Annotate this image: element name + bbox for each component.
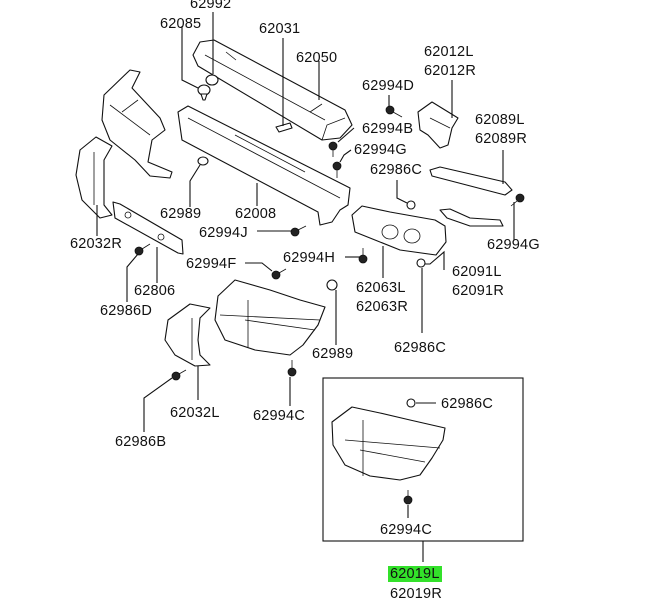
part-62032R-extension[interactable] (75, 136, 113, 219)
part-bumper-lower-left[interactable] (214, 279, 326, 356)
label-62031[interactable]: 62031 (259, 21, 301, 37)
label-62994H[interactable]: 62994H (283, 250, 335, 266)
label-62994G-right[interactable]: 62994G (487, 237, 540, 253)
part-62806-bracket[interactable] (112, 201, 184, 255)
label-62986D[interactable]: 62986D (100, 303, 152, 319)
part-62986B-bolt[interactable] (171, 369, 187, 381)
label-62994D[interactable]: 62994D (362, 78, 414, 94)
part-62994D-bolt[interactable] (385, 105, 403, 118)
label-62091L[interactable]: 62091L (452, 264, 502, 280)
label-62019L-highlighted[interactable]: 62019L (388, 566, 442, 582)
label-62063R[interactable]: 62063R (356, 299, 408, 315)
label-62089L[interactable]: 62089L (475, 112, 525, 128)
label-62050[interactable]: 62050 (296, 50, 338, 66)
label-62994J[interactable]: 62994J (199, 225, 248, 241)
label-62085[interactable]: 62085 (160, 16, 202, 32)
label-62063L[interactable]: 62063L (356, 280, 406, 296)
part-62986C-bolt-mid[interactable] (416, 258, 426, 268)
part-62986D-bolt[interactable] (134, 243, 151, 256)
label-62008[interactable]: 62008 (235, 206, 277, 222)
label-62994G-top[interactable]: 62994G (354, 142, 407, 158)
part-62032L-extension[interactable] (164, 303, 211, 367)
part-62994F-bolt[interactable] (271, 268, 287, 280)
part-62008-reinforcement[interactable] (177, 105, 351, 226)
part-62994G-bolt-right[interactable] (510, 193, 525, 207)
part-62986C-bolt-box[interactable] (406, 398, 416, 408)
part-62091-bracket[interactable] (439, 208, 504, 227)
part-62050-absorber[interactable] (192, 39, 353, 141)
label-62986C-top[interactable]: 62986C (370, 162, 422, 178)
leader-lines (96, 12, 515, 562)
part-62085-clip[interactable] (197, 84, 211, 101)
label-62089R[interactable]: 62089R (475, 131, 527, 147)
part-62989-clip-mid[interactable] (326, 279, 338, 291)
label-62992[interactable]: 62992 (190, 0, 232, 12)
part-62994G-bolt-top[interactable] (332, 161, 342, 178)
part-62986C-bolt-top[interactable] (406, 200, 416, 210)
part-62994B-bolt[interactable] (328, 141, 338, 157)
label-62986C-box[interactable]: 62986C (441, 396, 493, 412)
label-62989-left[interactable]: 62989 (160, 206, 202, 222)
label-62994C-box[interactable]: 62994C (380, 522, 432, 538)
label-62012L[interactable]: 62012L (424, 44, 474, 60)
part-62994C-bolt-box[interactable] (403, 490, 413, 505)
part-62994H-bolt[interactable] (358, 248, 368, 264)
part-62989-clip-left[interactable] (197, 156, 209, 166)
label-62032R[interactable]: 62032R (70, 236, 122, 252)
part-62063-lamp-housing[interactable] (351, 205, 447, 256)
label-62994C[interactable]: 62994C (253, 408, 305, 424)
part-62089-trim[interactable] (429, 166, 513, 196)
label-62032L[interactable]: 62032L (170, 405, 220, 421)
label-62986B[interactable]: 62986B (115, 434, 167, 450)
label-62019R[interactable]: 62019R (390, 586, 442, 602)
part-62012-bracket[interactable] (417, 101, 459, 149)
part-62031-label[interactable] (275, 122, 293, 133)
label-62012R[interactable]: 62012R (424, 63, 476, 79)
label-62989-mid[interactable]: 62989 (312, 346, 354, 362)
label-62994B[interactable]: 62994B (362, 121, 414, 137)
label-62994F[interactable]: 62994F (186, 256, 237, 272)
label-62091R[interactable]: 62091R (452, 283, 504, 299)
label-62986C-mid[interactable]: 62986C (394, 340, 446, 356)
part-62019-bumper-corner[interactable] (331, 406, 446, 481)
part-bumper-upper-left[interactable] (101, 69, 173, 179)
part-62994C-bolt[interactable] (287, 360, 297, 377)
label-62806[interactable]: 62806 (134, 283, 176, 299)
part-62994J-bolt[interactable] (290, 225, 307, 237)
part-62992-clip[interactable] (205, 74, 219, 86)
